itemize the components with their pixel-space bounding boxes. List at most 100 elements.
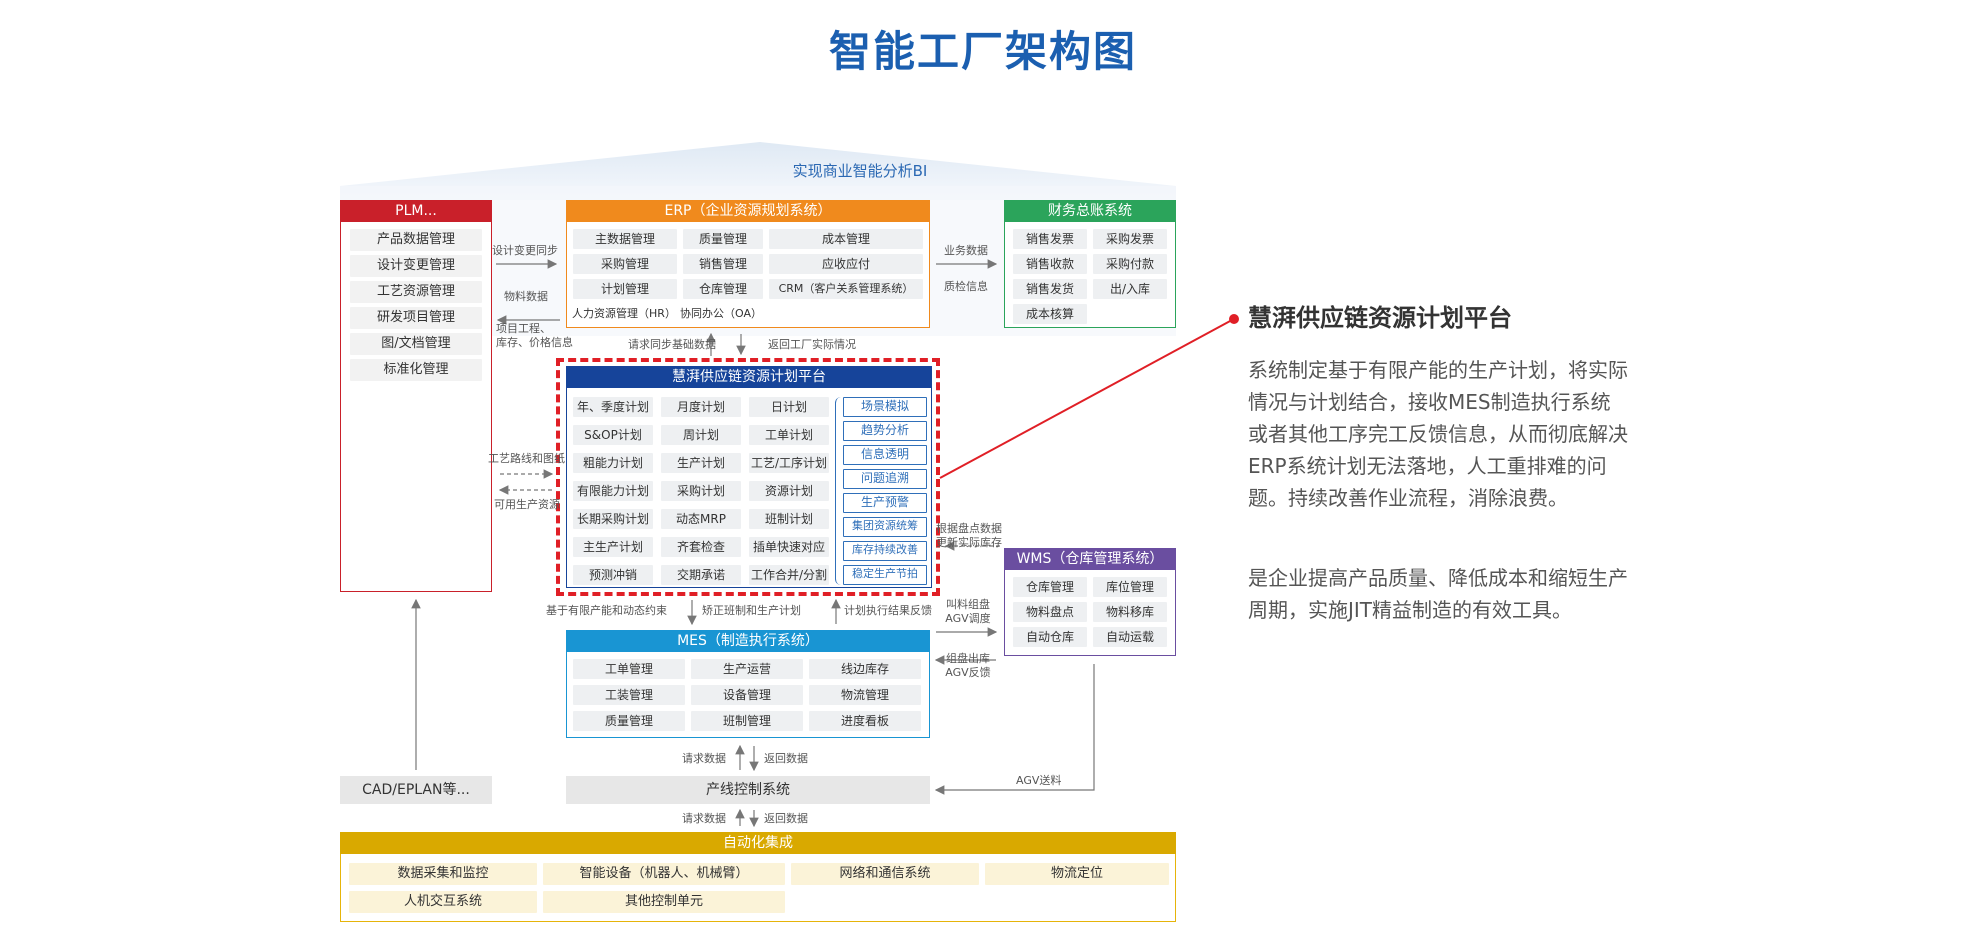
flow-label: AGV调度 xyxy=(945,612,991,625)
platform-feature: 信息透明 xyxy=(843,445,927,465)
platform-feature: 问题追溯 xyxy=(843,469,927,489)
finance-header: 财务总账系统 xyxy=(1004,200,1176,222)
flow-label: 物料数据 xyxy=(504,290,548,303)
plm-item: 产品数据管理 xyxy=(350,229,482,251)
erp-box: ERP（企业资源规划系统） 主数据管理 质量管理 成本管理 采购管理 销售管理 … xyxy=(566,200,930,328)
wms-item: 库位管理 xyxy=(1093,577,1167,597)
erp-item: 质量管理 xyxy=(683,229,763,249)
mes-item: 工单管理 xyxy=(573,659,685,679)
platform-plan: 工艺/工序计划 xyxy=(749,453,829,473)
finance-item: 销售发票 xyxy=(1013,229,1087,249)
platform-plan: 插单快速对应 xyxy=(749,537,829,557)
mes-item: 线边库存 xyxy=(809,659,921,679)
platform-plan: 动态MRP xyxy=(661,509,741,529)
platform-plan: 周计划 xyxy=(661,425,741,445)
automation-item: 人机交互系统 xyxy=(349,891,537,913)
automation-item: 智能设备（机器人、机械臂） xyxy=(543,863,785,885)
platform-plan: 齐套检查 xyxy=(661,537,741,557)
flow-label: 根据盘点数据 xyxy=(936,522,1002,535)
wms-header: WMS（仓库管理系统） xyxy=(1004,548,1176,570)
finance-item: 采购发票 xyxy=(1093,229,1167,249)
flow-label: 更新实际库存 xyxy=(936,536,1002,549)
platform-plan: 月度计划 xyxy=(661,397,741,417)
platform-plan: 有限能力计划 xyxy=(573,481,653,501)
mes-item: 工装管理 xyxy=(573,685,685,705)
page-title: 智能工厂架构图 xyxy=(828,27,1137,76)
plm-item: 工艺资源管理 xyxy=(350,281,482,303)
mes-item: 进度看板 xyxy=(809,711,921,731)
cad-box: CAD/EPLAN等... xyxy=(340,776,492,804)
plm-item: 研发项目管理 xyxy=(350,307,482,329)
feature-brace xyxy=(835,397,841,585)
platform-plan: 工作合并/分割 xyxy=(749,565,829,585)
flow-label: 质检信息 xyxy=(944,280,988,293)
flow-label: 设计变更同步 xyxy=(492,244,558,257)
flow-label: 工艺路线和图纸 xyxy=(488,452,565,465)
flow-label: 矫正班制和生产计划 xyxy=(702,604,801,617)
flow-label: 请求数据 xyxy=(682,752,726,765)
finance-item: 成本核算 xyxy=(1013,304,1087,324)
mes-box: MES（制造执行系统） 工单管理 生产运营 线边库存 工装管理 设备管理 物流管… xyxy=(566,630,930,738)
erp-item: 主数据管理 xyxy=(573,229,677,249)
description-paragraph: 是企业提高产品质量、降低成本和缩短生产周期，实施JIT精益制造的有效工具。 xyxy=(1248,566,1628,622)
flow-label: 返回工厂实际情况 xyxy=(768,338,856,351)
bi-label: 实现商业智能分析BI xyxy=(792,162,928,180)
erp-item: 采购管理 xyxy=(573,254,677,274)
finance-box: 财务总账系统 销售发票 采购发票 销售收款 采购付款 销售发货 出/入库 成本核… xyxy=(1004,200,1176,328)
plm-item: 标准化管理 xyxy=(350,359,482,381)
platform-feature: 生产预警 xyxy=(843,493,927,513)
platform-plan: 长期采购计划 xyxy=(573,509,653,529)
flow-label: AGV反馈 xyxy=(945,666,991,679)
erp-item: 成本管理 xyxy=(769,229,923,249)
platform-plan: 采购计划 xyxy=(661,481,741,501)
platform-box: 慧湃供应链资源计划平台 年、季度计划 月度计划 日计划 S&OP计划 周计划 工… xyxy=(566,366,932,588)
flow-label: 计划执行结果反馈 xyxy=(844,604,932,617)
finance-item: 销售收款 xyxy=(1013,254,1087,274)
flow-label: 请求数据 xyxy=(682,812,726,825)
wms-item: 仓库管理 xyxy=(1013,577,1087,597)
line-control-box: 产线控制系统 xyxy=(566,776,930,804)
plm-box: PLM... 产品数据管理 设计变更管理 工艺资源管理 研发项目管理 图/文档管… xyxy=(340,200,492,592)
platform-plan: 资源计划 xyxy=(749,481,829,501)
platform-highlight xyxy=(556,358,940,596)
automation-item: 数据采集和监控 xyxy=(349,863,537,885)
platform-plan: S&OP计划 xyxy=(573,425,653,445)
mes-item: 设备管理 xyxy=(691,685,803,705)
platform-plan: 粗能力计划 xyxy=(573,453,653,473)
flow-label: 返回数据 xyxy=(764,752,808,765)
flow-label: 业务数据 xyxy=(944,244,988,257)
erp-item: 应收应付 xyxy=(769,254,923,274)
flow-label: 可用生产资源 xyxy=(494,498,560,511)
flow-label: 组盘出库 xyxy=(946,652,990,665)
finance-item: 采购付款 xyxy=(1093,254,1167,274)
automation-item: 其他控制单元 xyxy=(543,891,785,913)
wms-item: 自动运载 xyxy=(1093,627,1167,647)
erp-item: 计划管理 xyxy=(573,279,677,299)
platform-feature: 场景模拟 xyxy=(843,397,927,417)
mes-item: 班制管理 xyxy=(691,711,803,731)
platform-plan: 预测冲销 xyxy=(573,565,653,585)
flow-label: 叫料组盘 xyxy=(946,598,990,611)
erp-item: CRM（客户关系管理系统） xyxy=(769,279,923,299)
wms-item: 物料盘点 xyxy=(1013,602,1087,622)
finance-item: 出/入库 xyxy=(1093,279,1167,299)
flow-label: AGV送料 xyxy=(1016,774,1062,787)
platform-plan: 班制计划 xyxy=(749,509,829,529)
platform-feature: 库存持续改善 xyxy=(843,541,927,561)
flow-label: 库存、价格信息 xyxy=(496,336,573,349)
automation-item: 网络和通信系统 xyxy=(791,863,979,885)
platform-feature: 趋势分析 xyxy=(843,421,927,441)
wms-box: WMS（仓库管理系统） 仓库管理 库位管理 物料盘点 物料移库 自动仓库 自动运… xyxy=(1004,548,1176,656)
erp-item: 协同办公（OA） xyxy=(679,304,763,324)
description-title: 慧湃供应链资源计划平台 xyxy=(1248,304,1512,332)
platform-feature: 稳定生产节拍 xyxy=(843,565,927,585)
flow-label: 请求同步基础数据 xyxy=(628,338,716,351)
erp-item: 人力资源管理（HR） xyxy=(569,304,679,324)
wms-item: 自动仓库 xyxy=(1013,627,1087,647)
platform-plan: 年、季度计划 xyxy=(573,397,653,417)
platform-plan: 日计划 xyxy=(749,397,829,417)
bi-roof xyxy=(340,142,1176,200)
description-paragraph: 系统制定基于有限产能的生产计划，将实际情况与计划结合，接收MES制造执行系统或者… xyxy=(1248,358,1628,510)
erp-item: 仓库管理 xyxy=(683,279,763,299)
